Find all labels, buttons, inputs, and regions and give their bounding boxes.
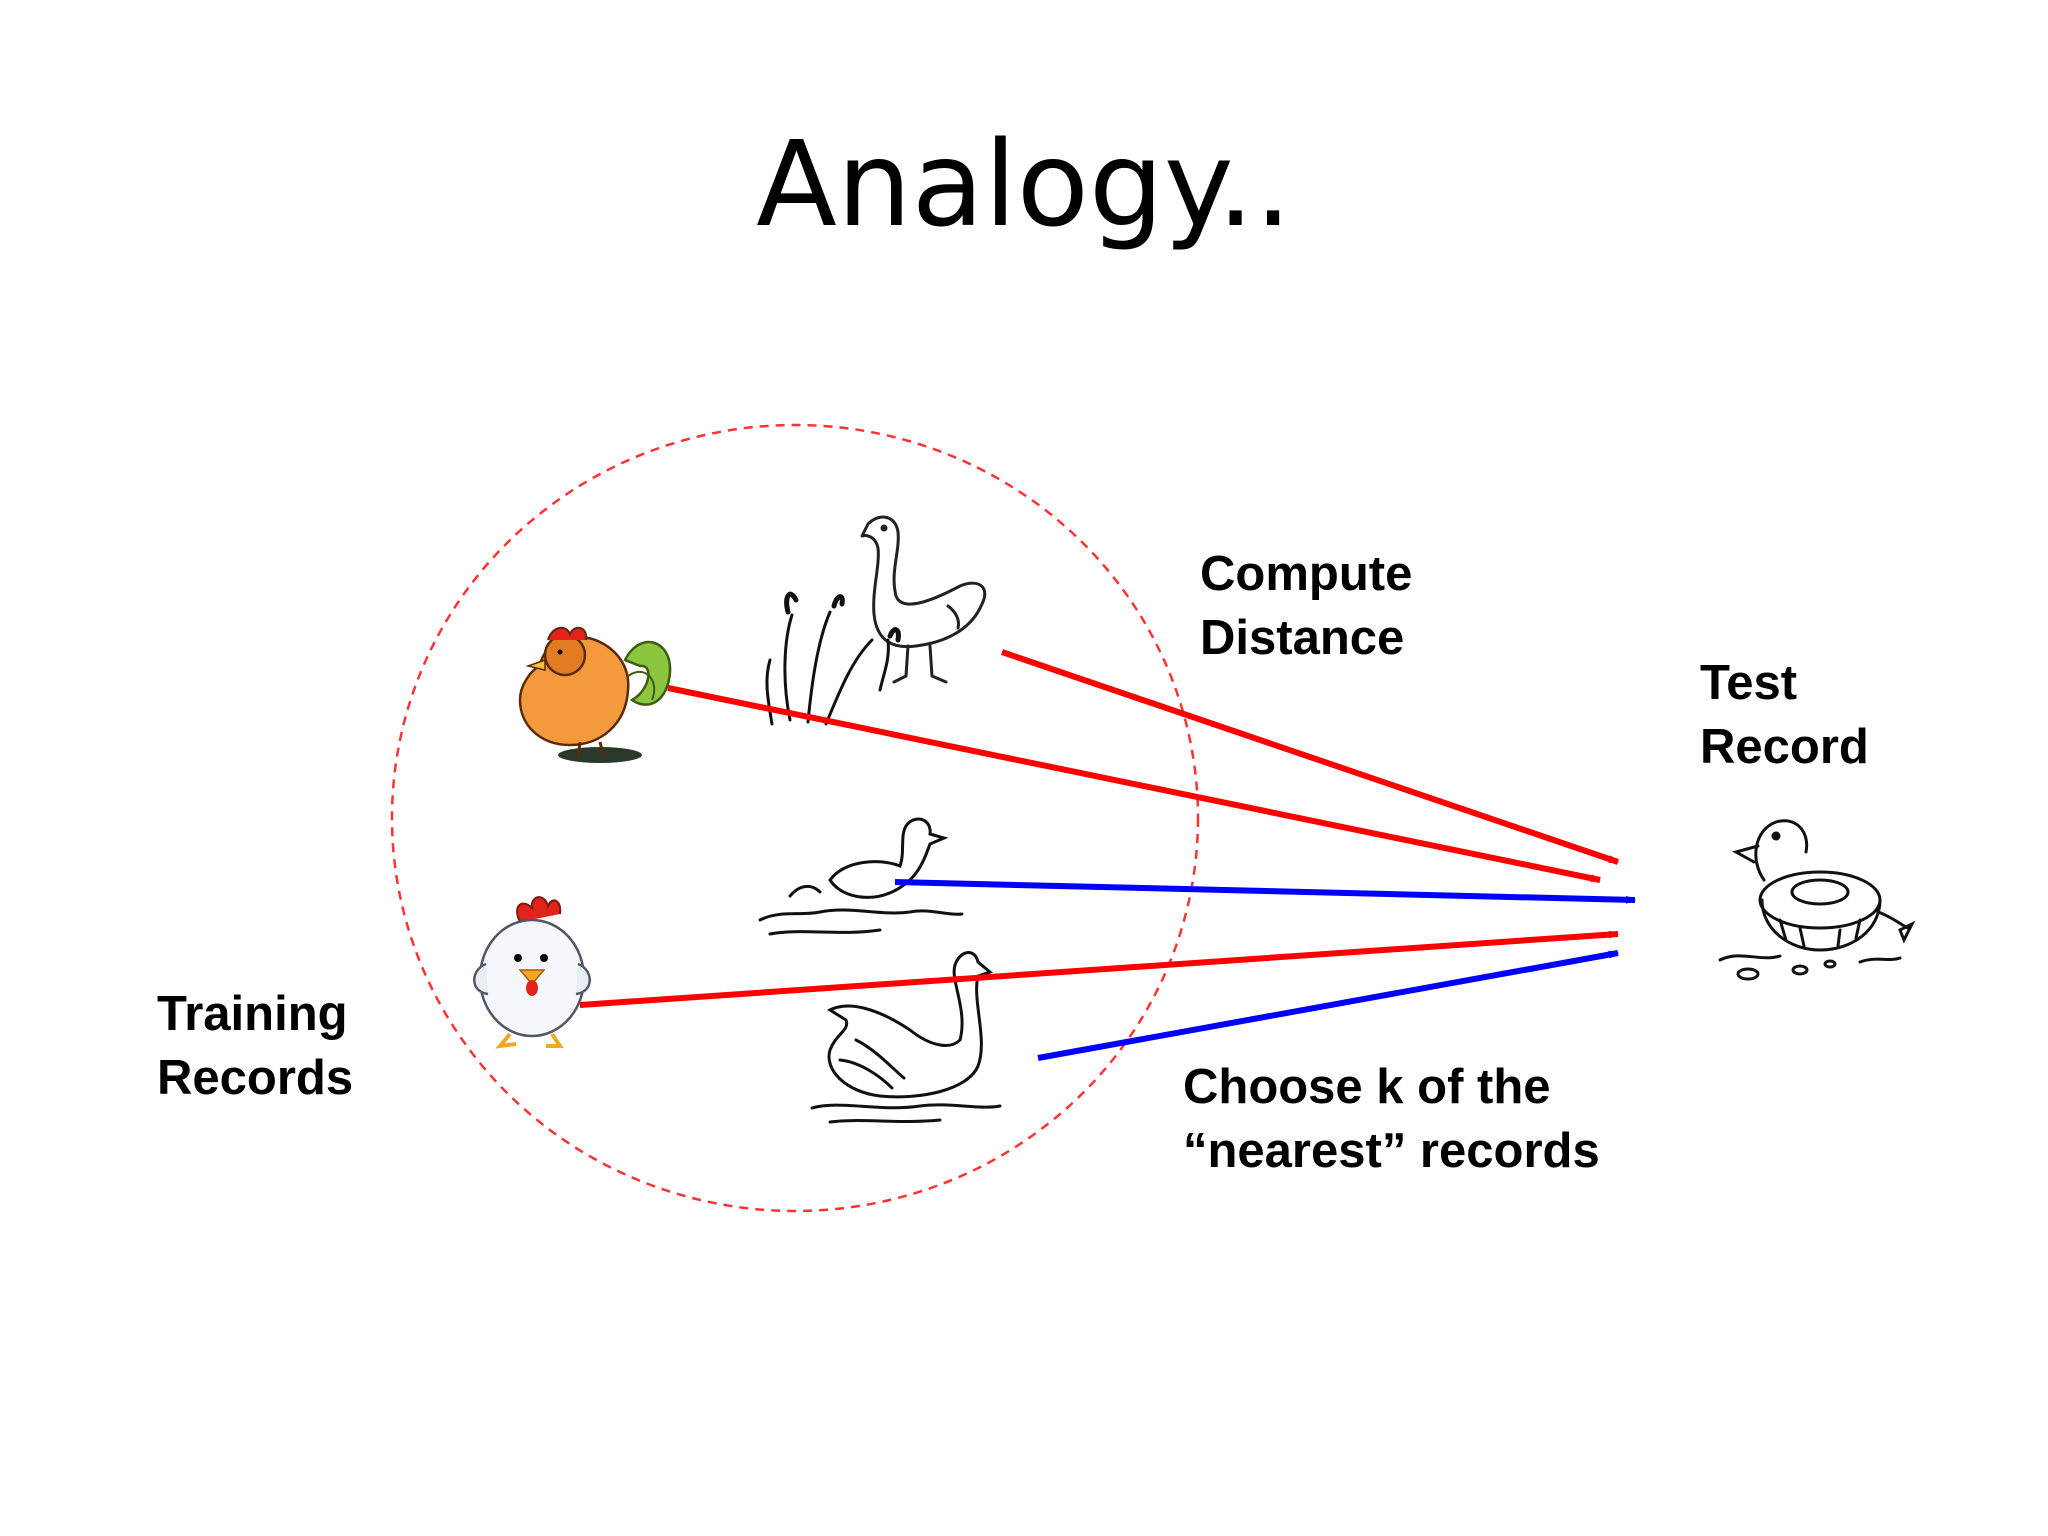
swan-icon bbox=[810, 951, 1002, 1124]
nearest-arrow-duck bbox=[894, 879, 1636, 904]
slide-title: Analogy.. bbox=[756, 115, 1292, 253]
training-records-label: Training Records bbox=[157, 987, 354, 1105]
duck-reeds-icon bbox=[758, 591, 964, 936]
rubber-duck-icon bbox=[1718, 819, 1916, 981]
test-record-label: Test Record bbox=[1700, 656, 1869, 774]
nearest-arrow-swan bbox=[1037, 950, 1619, 1061]
compute-distance-label: Compute Distance bbox=[1200, 547, 1413, 665]
goose-icon bbox=[860, 515, 987, 684]
chick-icon bbox=[473, 896, 591, 1049]
distance-arrow-chick bbox=[579, 930, 1619, 1008]
choose-k-label: Choose k of the “nearest” records bbox=[1183, 1060, 1600, 1178]
distance-arrow-rooster bbox=[667, 685, 1601, 883]
neighborhood-circle bbox=[390, 423, 1200, 1213]
distance-arrow-goose bbox=[1001, 649, 1619, 865]
rooster-icon bbox=[518, 626, 672, 763]
